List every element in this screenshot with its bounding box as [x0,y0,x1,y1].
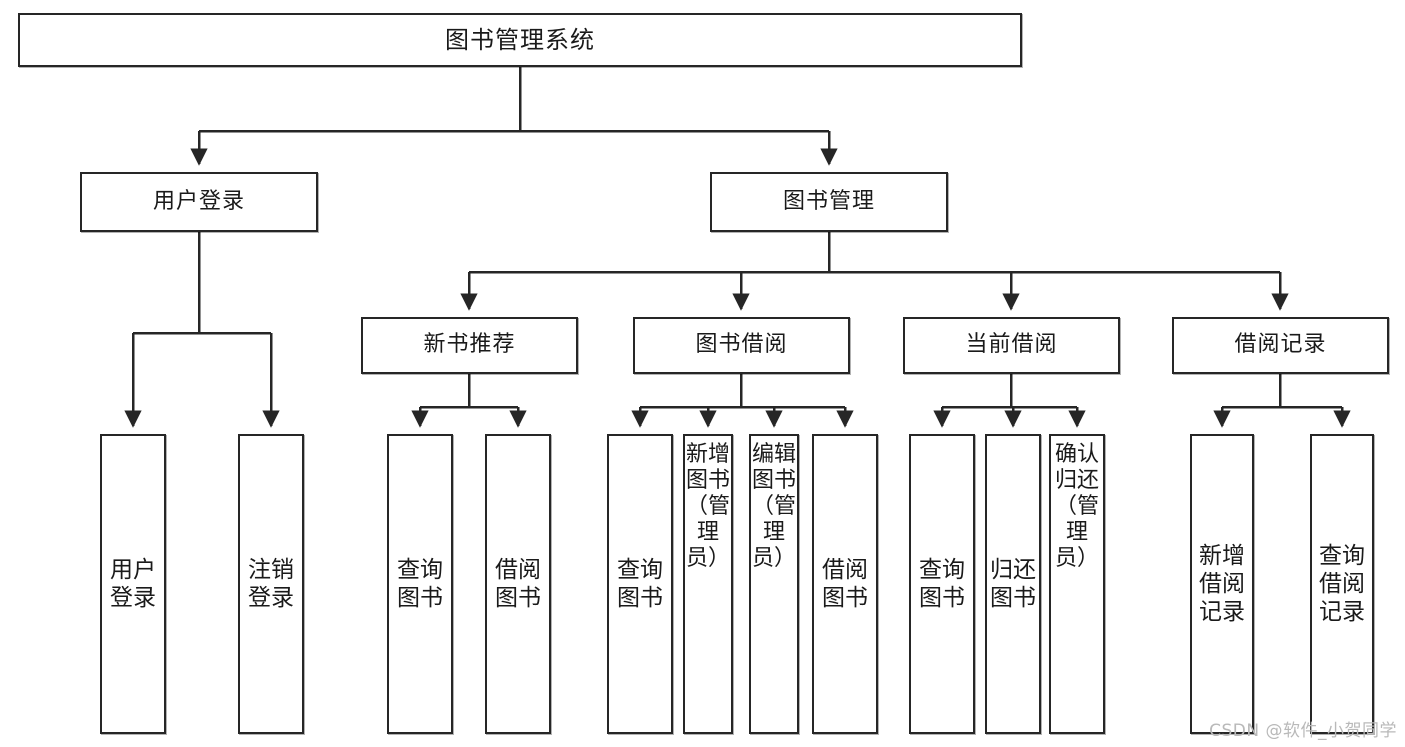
node-leaf-add-book-admin[interactable]: 新增图书（管理员） [683,434,733,734]
node-leaf-query-book-borrow[interactable]: 查询图书 [607,434,673,734]
node-leaf-borrow-book-borrow-label: 借阅图书 [822,556,868,611]
node-leaf-query-borrow-record-label: 查询借阅记录 [1319,542,1365,626]
node-leaf-query-book-cur[interactable]: 查询图书 [909,434,975,734]
node-root[interactable]: 图书管理系统 [18,13,1022,67]
node-leaf-borrow-book-rec[interactable]: 借阅图书 [485,434,551,734]
node-current-borrow-label: 当前借阅 [965,332,1058,358]
node-borrow-record[interactable]: 借阅记录 [1172,317,1389,374]
node-leaf-query-book-rec-label: 查询图书 [397,556,443,611]
node-leaf-edit-book-admin-label: 编辑图书（管理员） [751,442,796,571]
node-current-borrow[interactable]: 当前借阅 [903,317,1120,374]
node-leaf-borrow-book-borrow[interactable]: 借阅图书 [812,434,878,734]
csdn-watermark: CSDN @软件_小贺同学 [1209,721,1397,741]
node-leaf-user-login-label: 用户登录 [110,556,156,611]
node-leaf-logout-login-label: 注销登录 [248,556,294,611]
node-new-book-recommend-label: 新书推荐 [423,332,516,358]
node-book-borrow[interactable]: 图书借阅 [633,317,850,374]
node-leaf-query-book-rec[interactable]: 查询图书 [387,434,453,734]
node-leaf-borrow-book-rec-label: 借阅图书 [495,556,541,611]
node-leaf-query-book-cur-label: 查询图书 [919,556,965,611]
node-leaf-confirm-return-admin-label: 确认归还（管理员） [1054,442,1099,571]
node-leaf-user-login[interactable]: 用户登录 [100,434,166,734]
node-borrow-record-label: 借阅记录 [1234,332,1327,358]
node-leaf-confirm-return-admin[interactable]: 确认归还（管理员） [1049,434,1105,734]
node-leaf-add-book-admin-label: 新增图书（管理员） [685,442,730,571]
node-root-label: 图书管理系统 [445,25,595,54]
node-leaf-add-borrow-record-label: 新增借阅记录 [1199,542,1245,626]
node-leaf-return-book-label: 归还图书 [990,556,1036,611]
node-user-login-label: 用户登录 [152,188,245,214]
node-leaf-query-book-borrow-label: 查询图书 [617,556,663,611]
node-book-manage-label: 图书管理 [782,188,875,214]
node-book-borrow-label: 图书借阅 [695,332,788,358]
node-leaf-query-borrow-record[interactable]: 查询借阅记录 [1310,434,1374,734]
node-leaf-edit-book-admin[interactable]: 编辑图书（管理员） [749,434,799,734]
node-leaf-add-borrow-record[interactable]: 新增借阅记录 [1190,434,1254,734]
node-leaf-logout-login[interactable]: 注销登录 [238,434,304,734]
node-leaf-return-book[interactable]: 归还图书 [985,434,1041,734]
node-user-login[interactable]: 用户登录 [80,172,318,232]
node-new-book-recommend[interactable]: 新书推荐 [361,317,578,374]
node-book-manage[interactable]: 图书管理 [710,172,948,232]
